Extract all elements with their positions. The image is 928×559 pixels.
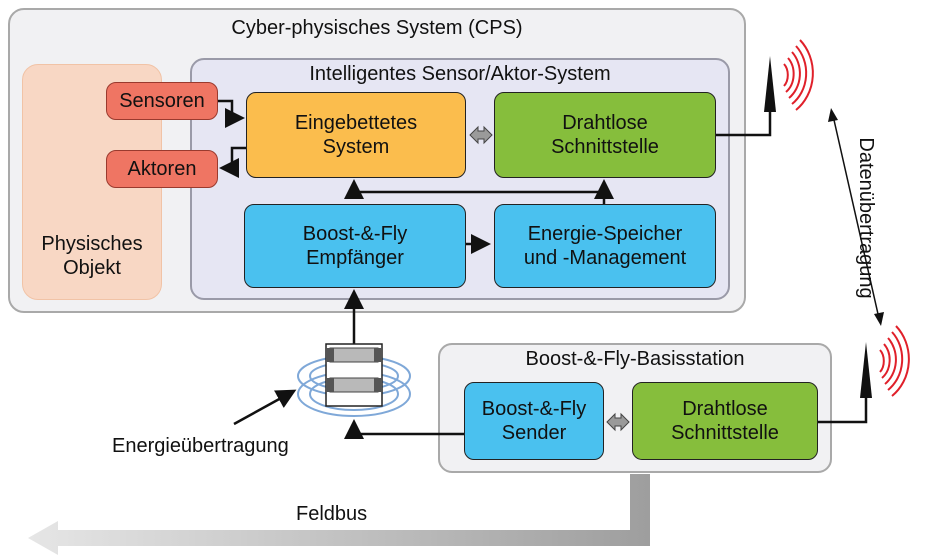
sensor-to-embedded-arrow: [218, 99, 245, 128]
cps-antenna-line: [716, 110, 772, 137]
coil-icon: [297, 343, 411, 417]
base-wireless-interface-block: Drahtlose Schnittstelle: [632, 382, 818, 460]
cps-antenna-icon: [764, 56, 776, 112]
sender-wireless-double-arrow: [606, 412, 630, 432]
energy-storage-block: Energie-Speicher und -Management: [494, 204, 716, 288]
wireless-interface-block: Drahtlose Schnittstelle: [494, 92, 716, 178]
boost-fly-sender-block: Boost-&-Fly Sender: [464, 382, 604, 460]
physical-object-label: Physisches Objekt: [41, 233, 143, 279]
cps-signal-icon: [783, 39, 814, 111]
embedded-system-block: Eingebettetes System: [246, 92, 466, 178]
embedded-wireless-double-arrow: [469, 125, 493, 145]
cps-title: Cyber-physisches System (CPS): [231, 17, 523, 39]
sensor-actuator-system-title: Intelligentes Sensor/Aktor-System: [309, 63, 611, 85]
storage-power-line: [344, 179, 606, 204]
energy-transfer-label: Energieübertragung: [112, 435, 289, 457]
fieldbus-arrow: [28, 474, 650, 555]
base-station-title: Boost-&-Fly-Basisstation: [525, 348, 745, 370]
data-transfer-arrow: [828, 108, 884, 326]
actuators-block: Aktoren: [106, 150, 218, 188]
base-signal-icon: [879, 325, 910, 397]
energy-transfer-pointer: [233, 389, 297, 426]
sender-to-coil-arrow: [344, 419, 464, 439]
fieldbus-label: Feldbus: [296, 503, 368, 525]
base-antenna-line: [818, 396, 868, 424]
base-antenna-icon: [860, 342, 872, 398]
embedded-to-actuator-arrow: [219, 146, 246, 178]
boost-fly-receiver-block: Boost-&-Fly Empfänger: [244, 204, 466, 288]
sensors-block: Sensoren: [106, 82, 218, 120]
